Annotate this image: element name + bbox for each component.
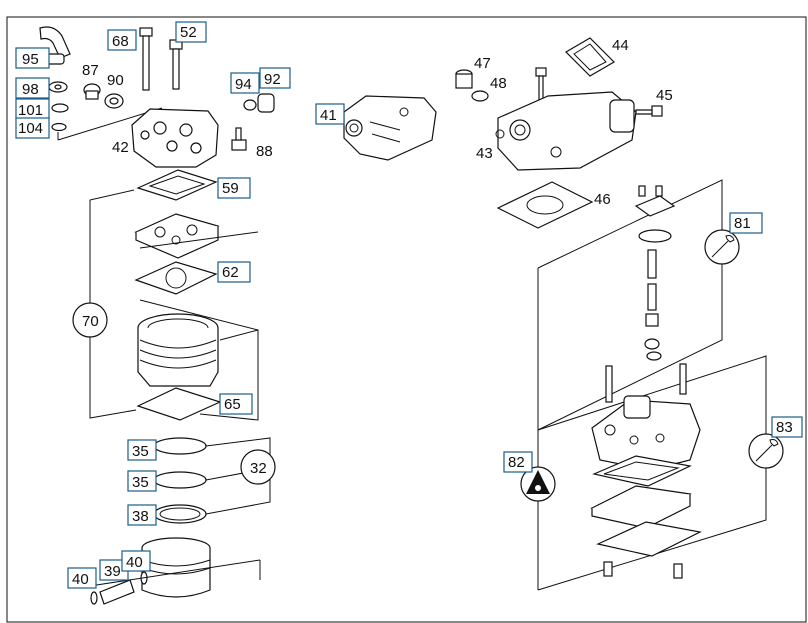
- callout-65: 65: [224, 396, 241, 413]
- part-39-pin: [99, 579, 135, 605]
- piston: [141, 537, 211, 598]
- callout-42: 42: [112, 139, 129, 156]
- part-47-fitting: [455, 69, 473, 89]
- part-104-ring: [51, 122, 67, 132]
- callout-81: 81: [734, 215, 751, 232]
- part-59-gasket: [136, 169, 218, 201]
- callout-94: 94: [235, 76, 252, 93]
- part-94-washer: [243, 99, 257, 111]
- callout-45: 45: [656, 87, 673, 104]
- callout-39: 39: [104, 563, 121, 580]
- callout-41: 41: [320, 107, 337, 124]
- callout-47: 47: [474, 55, 491, 72]
- part-45-bolt: [635, 105, 663, 117]
- callout-68: 68: [112, 33, 129, 50]
- callout-35-top: 35: [132, 443, 149, 460]
- callout-48: 48: [490, 75, 507, 92]
- cylinder-head-assembly-83: [590, 363, 702, 579]
- part-46-gasket: [496, 181, 594, 229]
- callout-52: 52: [180, 24, 197, 41]
- part-92-plug: [257, 93, 275, 113]
- callout-46: 46: [594, 191, 611, 208]
- valve-stack-81: [634, 185, 676, 361]
- callout-59: 59: [222, 180, 239, 197]
- callout-32: 32: [250, 460, 267, 477]
- callout-98: 98: [22, 81, 39, 98]
- callout-35-second: 35: [132, 474, 149, 491]
- part-43-cylinder-head: [495, 91, 637, 171]
- frame: [6, 16, 807, 623]
- wrench-icon: [748, 433, 784, 469]
- callout-70-circle: [72, 302, 108, 338]
- callout-101: 101: [18, 102, 43, 119]
- part-101-washer: [51, 103, 69, 113]
- callout-62: 62: [222, 264, 239, 281]
- callout-44: 44: [612, 37, 629, 54]
- part-68-bolt: [139, 27, 153, 91]
- part-35-ring-top: [153, 437, 207, 455]
- callout-70: 70: [82, 313, 99, 330]
- part-48-ring: [471, 90, 489, 102]
- callout-40-left: 40: [72, 571, 89, 588]
- part-62-gasket: [134, 261, 218, 295]
- callout-43: 43: [476, 145, 493, 162]
- part-88-fitting: [231, 127, 247, 151]
- cylinder-block: [137, 313, 219, 387]
- callout-95: 95: [22, 51, 39, 68]
- part-35-ring-second: [153, 471, 207, 489]
- callout-38: 38: [132, 508, 149, 525]
- callout-104: 104: [18, 120, 43, 137]
- wrench-icon: [704, 229, 740, 265]
- triangle-tool-icon: [520, 466, 556, 502]
- part-41-head: [343, 95, 437, 161]
- part-44-gasket: [565, 37, 615, 77]
- callout-40-right: 40: [126, 554, 143, 571]
- callout-90: 90: [107, 72, 124, 89]
- part-52-bolt: [169, 39, 183, 90]
- callout-88: 88: [256, 143, 273, 160]
- callout-82: 82: [508, 454, 525, 471]
- callout-92: 92: [264, 71, 281, 88]
- part-87-plug: [83, 83, 101, 100]
- valve-plate: [134, 213, 220, 259]
- callout-32-circle: [240, 449, 276, 485]
- part-40-clip-left: [90, 591, 98, 605]
- callout-83: 83: [776, 419, 793, 436]
- part-42-cylinder-head: [131, 108, 219, 168]
- callout-87: 87: [82, 62, 99, 79]
